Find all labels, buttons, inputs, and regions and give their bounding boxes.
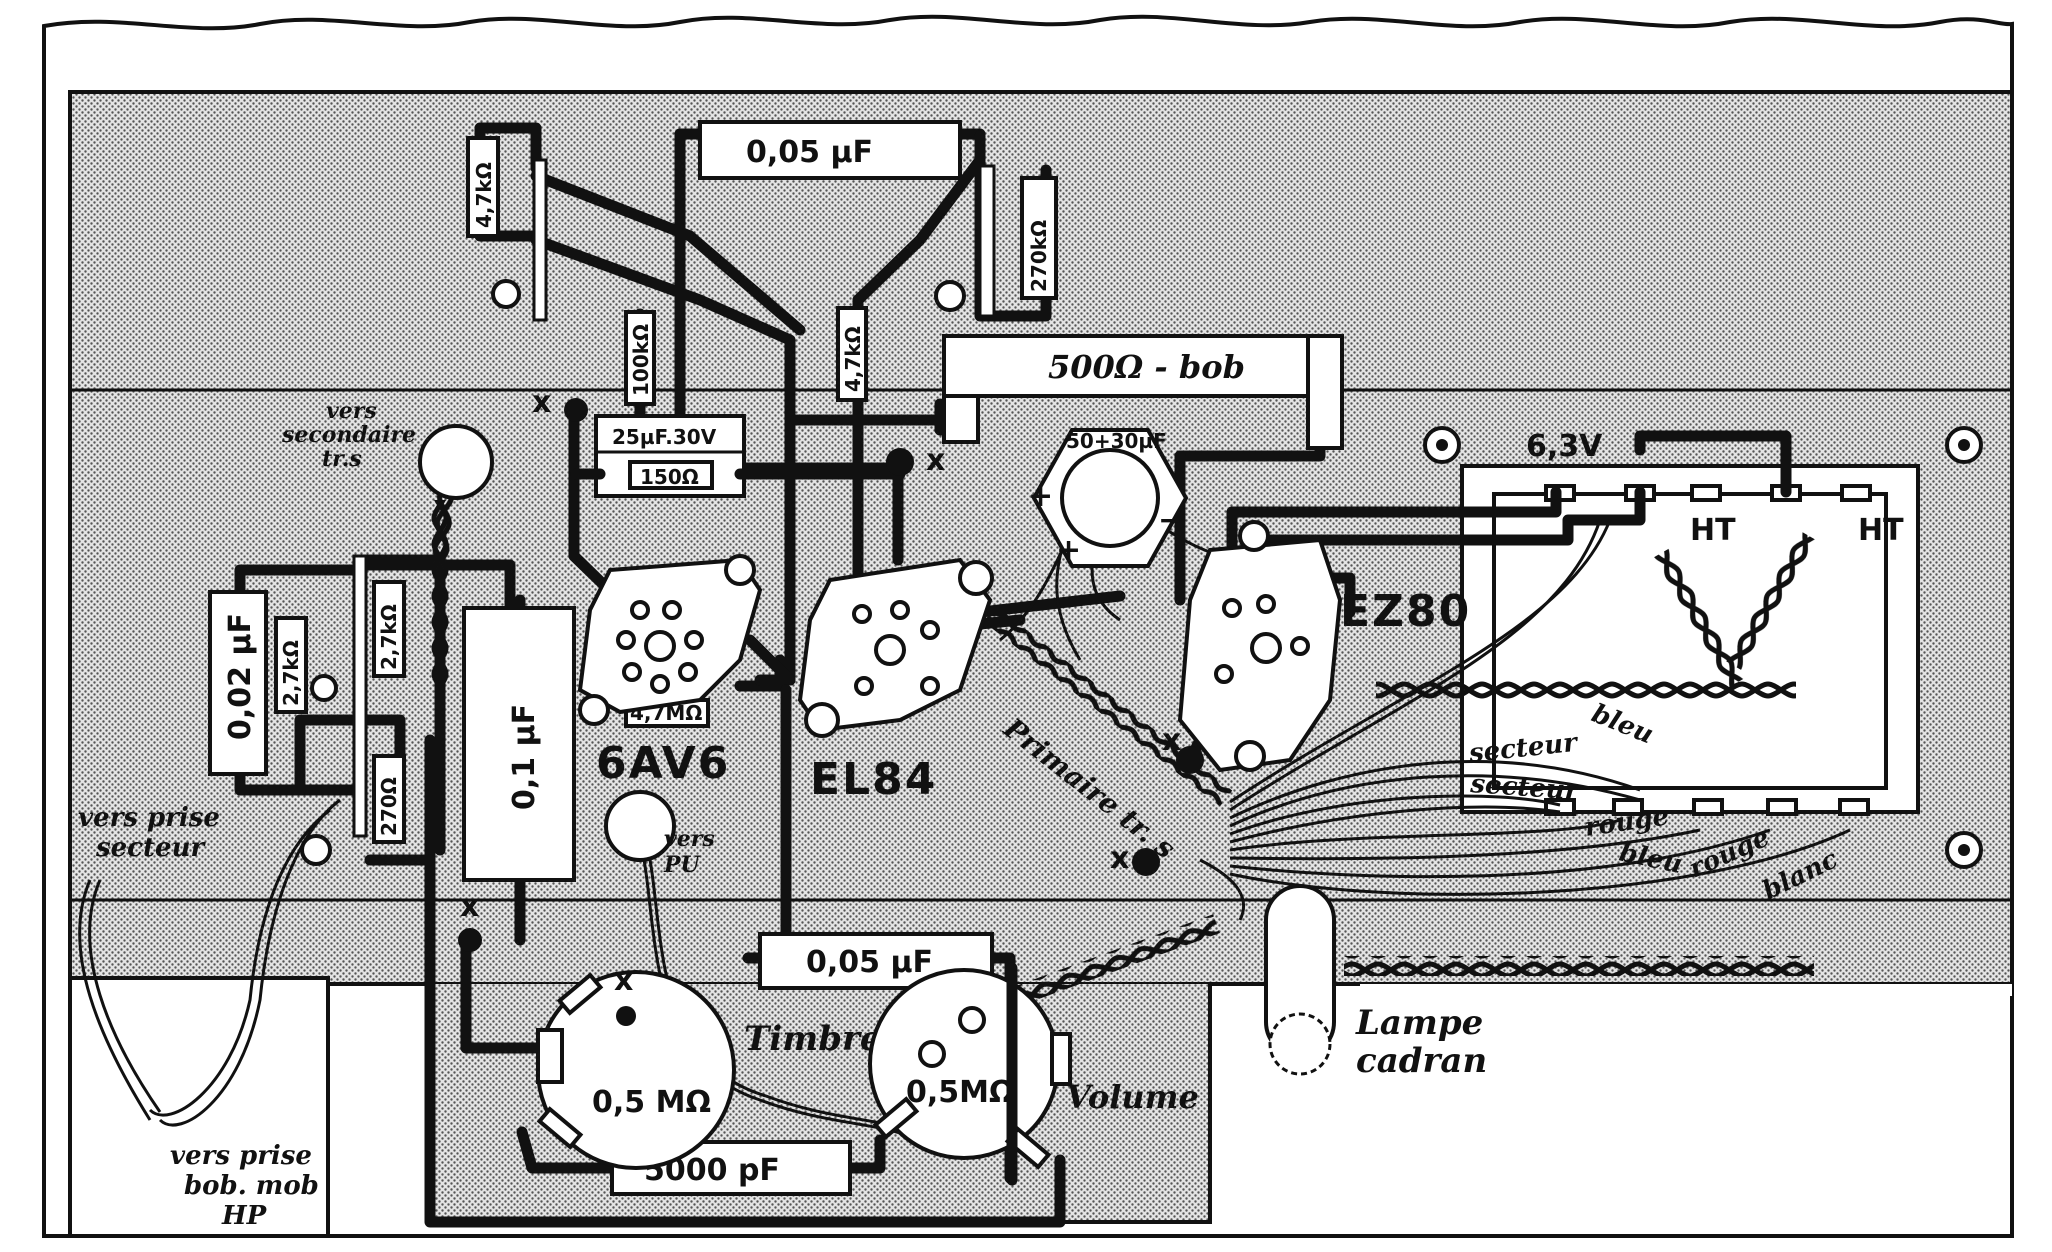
twisted-pairs (429, 440, 1818, 1009)
capacitor-left-label: 0,02 µF (223, 613, 258, 740)
resistor-27k-b-label: 2,7kΩ (377, 604, 401, 670)
solder-mark-1: x (532, 385, 551, 420)
misc-parts: vers PU Lampe cadran (418, 424, 1487, 1081)
vers-secondaire-1: vers (326, 398, 377, 424)
solder-points: x x x x x x (458, 385, 1204, 998)
solder-mark-6: x (614, 963, 633, 998)
transformer-ht-1: HT (1690, 513, 1736, 548)
pot-volume-value: 0,5MΩ (906, 1075, 1015, 1110)
vers-prise-hp-3: HP (221, 1201, 268, 1231)
notes: vers secondaire tr.s vers prise secteur … (78, 398, 416, 1231)
vers-prise-secteur-2: secteur (95, 833, 206, 863)
potentiometers: 0,5 MΩ Timbre 0,5MΩ Volume (536, 962, 1199, 1186)
capacitor-electro-filter-label: 50+30µF (1066, 429, 1167, 453)
tube-sockets: 6AV6 EL84 EZ80 (577, 520, 1471, 805)
resistor-27k-a-label: 2,7kΩ (279, 640, 303, 706)
electro-minus: − (1158, 503, 1183, 538)
tube-ez80-label: EZ80 (1340, 586, 1471, 637)
vers-pu-1: vers (664, 826, 715, 852)
transformer-ht-2: HT (1858, 513, 1904, 548)
components: 0,05 µF 4,7kΩ 100kΩ 4,7kΩ 270kΩ 500Ω - b… (208, 120, 1344, 1196)
vers-secondaire-2: secondaire (281, 422, 416, 448)
resistor-150-label: 150Ω (640, 465, 699, 489)
resistor-270k-label: 270kΩ (1027, 220, 1051, 292)
power-transformer: 6,3V HT HT (1423, 426, 1983, 869)
vers-pu-2: PU (663, 852, 702, 878)
lampe-cadran-1: Lampe (1355, 1003, 1483, 1043)
vers-secondaire-3: tr.s (322, 446, 362, 472)
tube-el84-label: EL84 (810, 754, 937, 805)
electro-plus-2: + (1056, 533, 1081, 568)
solder-mark-2: x (926, 443, 945, 478)
capacitor-electro-small-label: 25µF.30V (612, 425, 717, 449)
solder-mark-5: x (460, 889, 479, 924)
vers-prise-secteur-1: vers prise (78, 803, 220, 833)
lampe-cadran-2: cadran (1356, 1041, 1487, 1081)
pot-volume-label: Volume (1066, 1078, 1199, 1116)
capacitor-top-label: 0,05 µF (746, 135, 873, 170)
vers-prise-hp-2: bob. mob (184, 1171, 319, 1201)
electro-plus-1: + (1028, 479, 1053, 514)
solder-mark-4: x (1110, 841, 1129, 876)
resistor-100k-label: 100kΩ (629, 324, 653, 396)
resistor-top-left-label: 4,7kΩ (472, 162, 496, 228)
transformer-6v3: 6,3V (1526, 429, 1603, 464)
solder-mark-3: x (1162, 723, 1181, 758)
pot-timbre-value: 0,5 MΩ (592, 1085, 711, 1120)
capacitor-big-label: 0,1 µF (507, 704, 542, 810)
capacitor-bottom-mid-label: 0,05 µF (806, 945, 933, 980)
resistor-270-label: 270Ω (377, 777, 401, 836)
resistor-500-label: 500Ω - bob (1048, 348, 1245, 386)
resistor-47k-label: 4,7kΩ (841, 326, 865, 392)
pot-timbre-label: Timbre (744, 1019, 882, 1059)
vers-prise-hp-1: vers prise (170, 1141, 312, 1171)
tube-6av6-label: 6AV6 (596, 738, 730, 789)
